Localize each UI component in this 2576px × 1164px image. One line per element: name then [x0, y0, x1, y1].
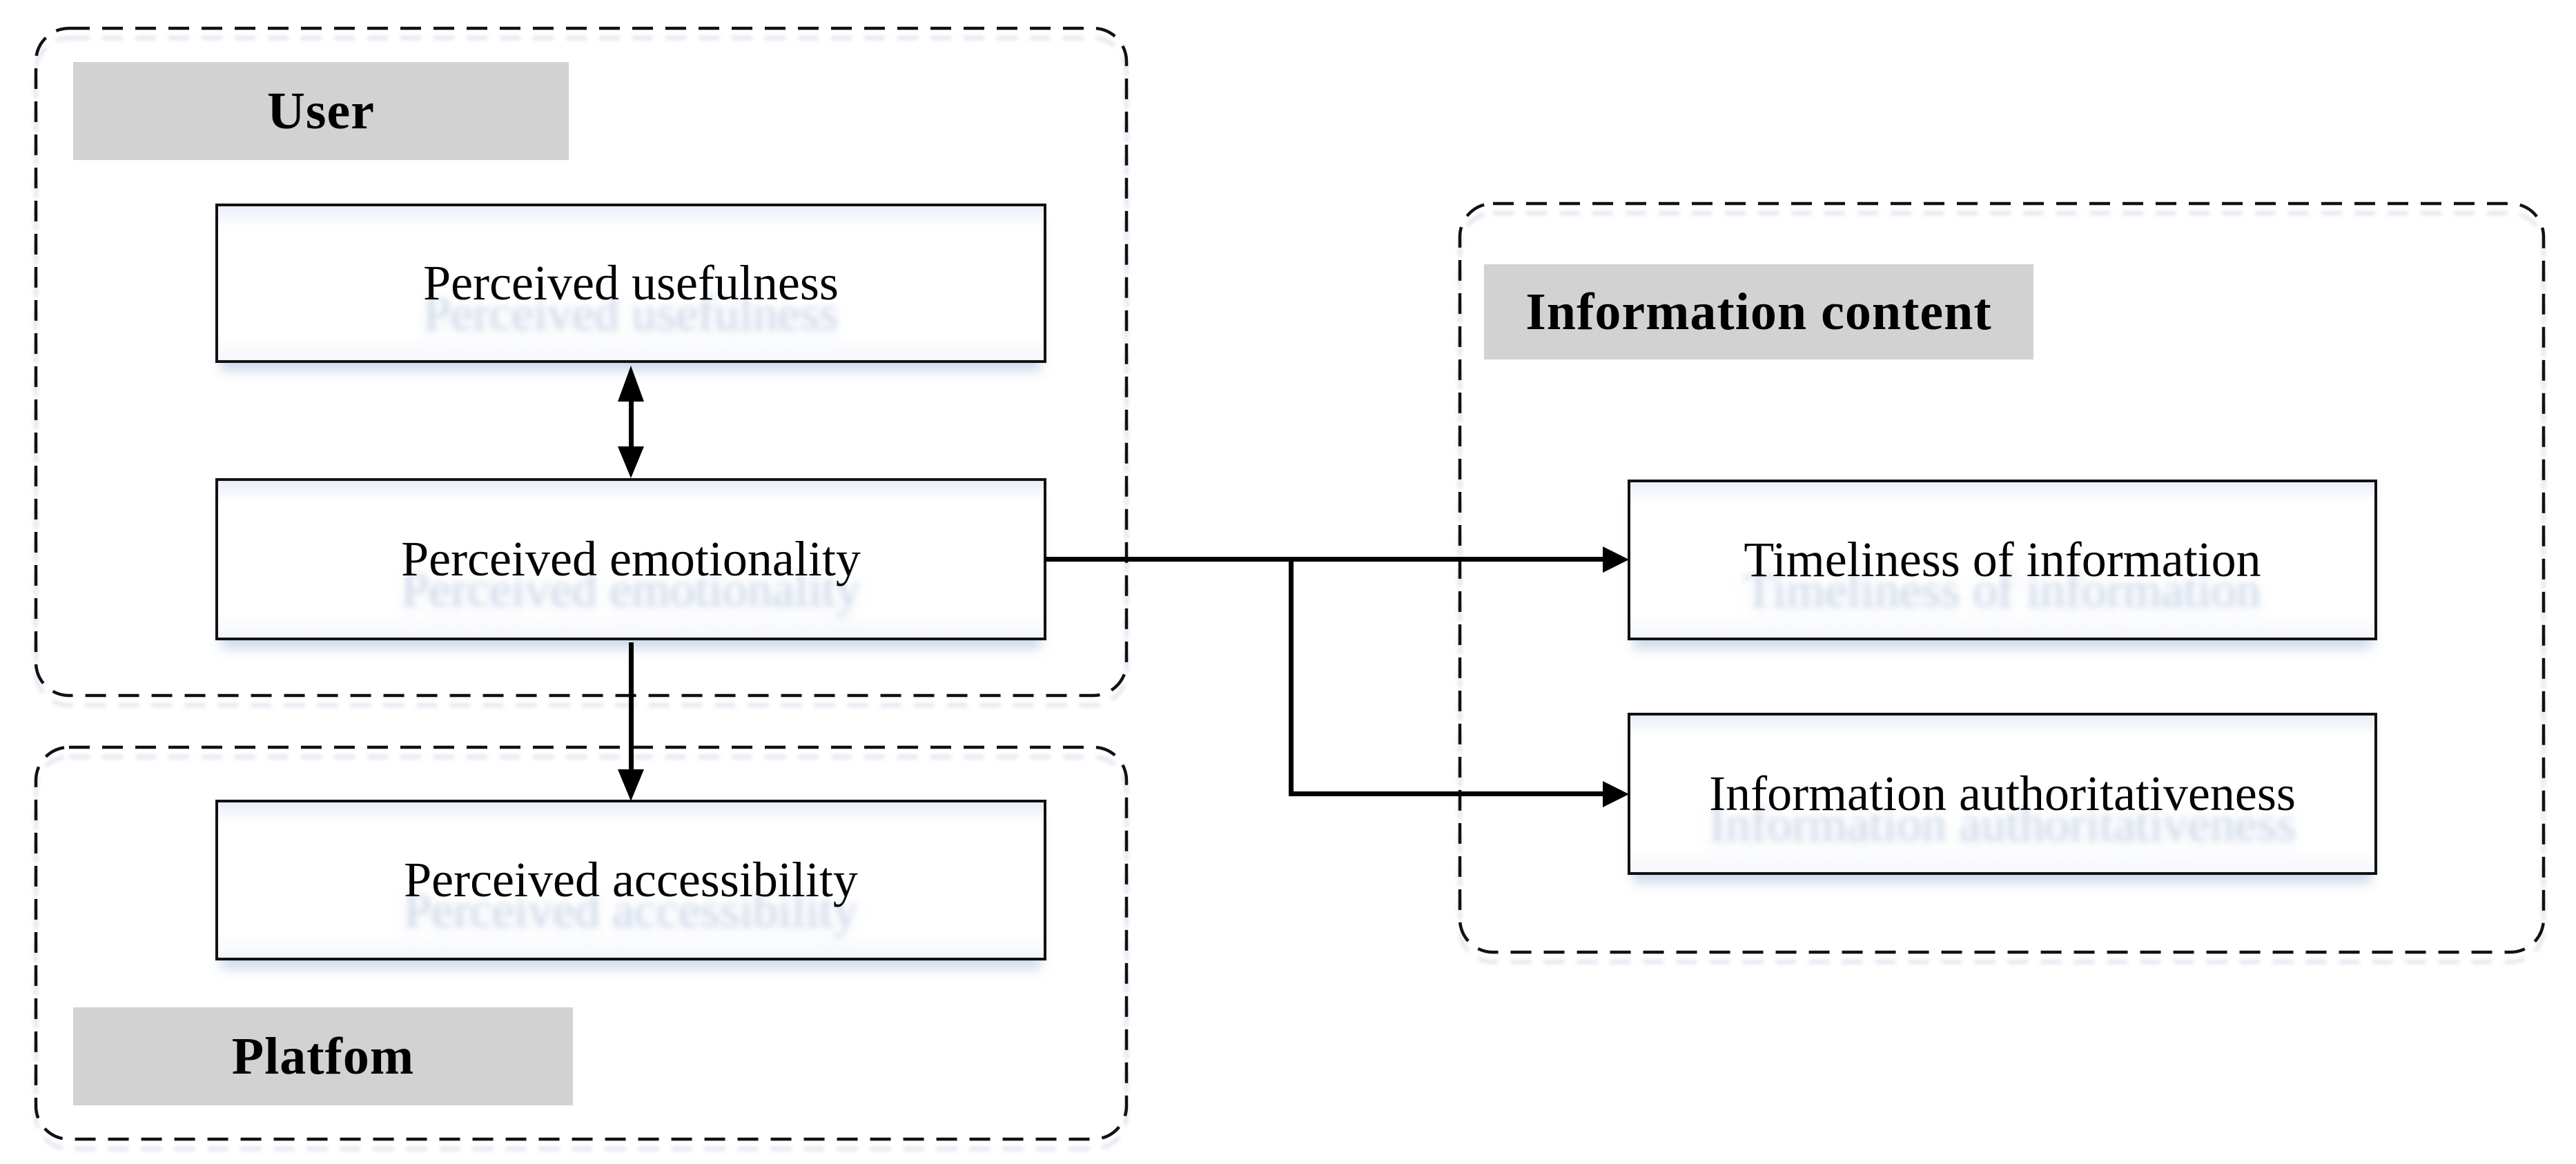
node-perceived-accessibility: Perceived accessibility	[215, 800, 1046, 960]
node-information-authoritativeness: Information authoritativeness	[1628, 713, 2377, 875]
arrow-shaft	[1289, 791, 1603, 796]
group-frame-platform	[34, 745, 1129, 1141]
arrowhead-down-icon	[618, 769, 644, 801]
node-perceived-accessibility-label: Perceived accessibility	[404, 852, 858, 907]
node-perceived-usefulness: Perceived usefulness	[215, 204, 1046, 363]
arrow-shaft	[1289, 559, 1294, 796]
arrowhead-up-icon	[618, 366, 644, 402]
group-label-information-content: Information content	[1484, 264, 2033, 359]
arrowhead-down-icon	[618, 446, 644, 478]
arrow-shaft	[1045, 557, 1606, 562]
node-perceived-emotionality: Perceived emotionality	[215, 478, 1046, 640]
node-information-authoritativeness-label: Information authoritativeness	[1709, 766, 2296, 821]
node-perceived-usefulness-label: Perceived usefulness	[423, 255, 839, 310]
arrow-shaft	[629, 397, 634, 447]
group-label-platform: Platfom	[73, 1007, 573, 1105]
arrowhead-right-icon	[1603, 546, 1629, 573]
node-timeliness-of-information-label: Timeliness of information	[1744, 532, 2261, 587]
group-frame-user	[34, 26, 1129, 698]
node-perceived-emotionality-label: Perceived emotionality	[401, 531, 861, 586]
arrow-shaft	[629, 642, 634, 775]
node-timeliness-of-information: Timeliness of information	[1628, 480, 2377, 640]
group-frame-information-content	[1458, 201, 2546, 954]
group-label-user: User	[73, 62, 569, 160]
arrowhead-right-icon	[1603, 781, 1629, 807]
